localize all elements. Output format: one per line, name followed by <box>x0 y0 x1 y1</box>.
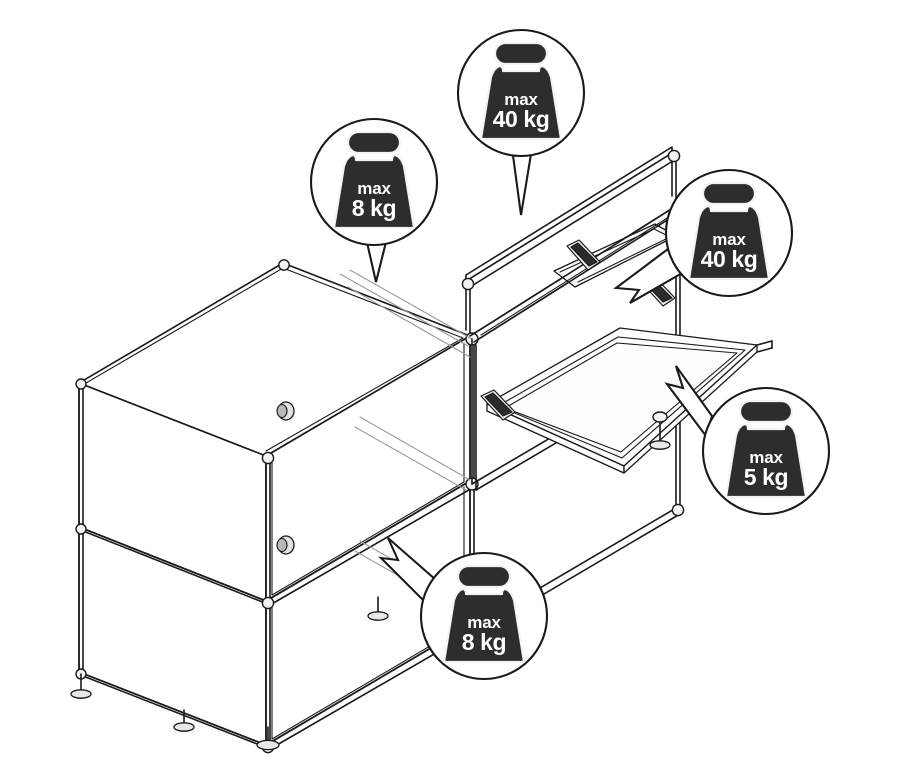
badge-max-label: max <box>467 613 501 632</box>
door-knobs <box>276 401 295 555</box>
weight-icon-handle <box>346 130 402 155</box>
badge-value-label: 40 kg <box>493 106 550 132</box>
badge-max-label: max <box>357 179 391 198</box>
weight-icon-handle <box>493 41 549 66</box>
badge-value-label: 5 kg <box>744 464 788 490</box>
badge-max-label: max <box>504 90 538 109</box>
weight-icon-body <box>332 154 416 230</box>
foot-left-front <box>256 739 280 751</box>
callout-pointers <box>364 146 714 604</box>
weight-icon-body <box>479 65 563 141</box>
badge-max-label: max <box>712 230 746 249</box>
weight-icon-handle <box>456 564 512 589</box>
badge-value-label: 8 kg <box>352 195 396 221</box>
badge-value-label: 8 kg <box>462 629 506 655</box>
weight-icon-body <box>442 588 526 664</box>
glide-feet <box>70 411 671 751</box>
weight-icon-body <box>687 205 771 281</box>
badge-max-label: max <box>749 448 783 467</box>
weight-icon-handle <box>701 181 757 206</box>
foot-right <box>649 440 671 450</box>
weight-icon-handle <box>738 399 794 424</box>
badge-value-label: 40 kg <box>701 246 758 272</box>
foot-left-mid <box>173 722 195 732</box>
upper-rear-shelf-panel <box>465 146 673 282</box>
upper-drop-door-open <box>469 205 681 343</box>
weight-icon-body <box>724 423 808 499</box>
pointer-top-40kg <box>510 146 534 216</box>
foot-left-rear <box>70 689 92 699</box>
foot-middle <box>367 611 389 621</box>
left-cabinet <box>78 262 475 750</box>
